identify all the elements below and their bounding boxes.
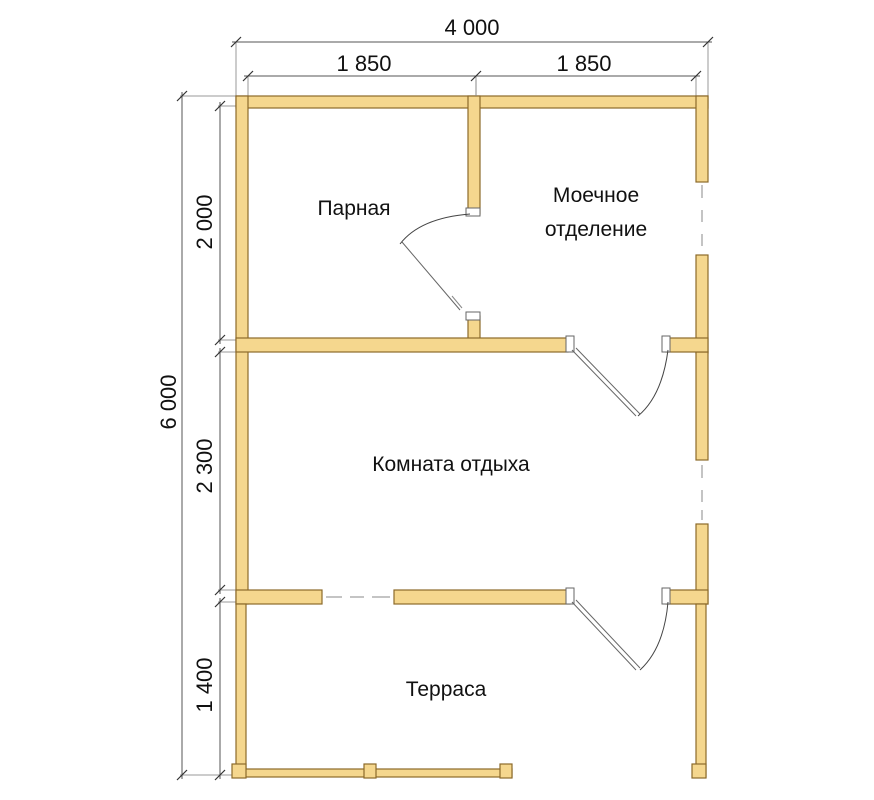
lower-height-label: 1 400 xyxy=(192,657,217,712)
wall-lower-2 xyxy=(393,589,571,605)
wall-lower-1 xyxy=(235,589,323,605)
wall-middle-left xyxy=(235,337,569,353)
terrace-post-left xyxy=(235,603,247,778)
terrace-post-end xyxy=(499,763,513,779)
room-label-steam: Парная xyxy=(317,197,390,220)
door-terrace xyxy=(565,587,671,671)
walls xyxy=(231,95,709,779)
wall-middle-right xyxy=(665,337,709,353)
wall-lower-3 xyxy=(665,589,709,605)
terrace-post-right xyxy=(695,603,707,778)
left-section-label: 1 850 xyxy=(336,51,391,76)
terrace-rail-bottom xyxy=(243,768,513,778)
dimension-top-sections: 1 850 1 850 xyxy=(242,51,702,96)
wall-right-1 xyxy=(695,95,709,183)
upper-height-label: 2 000 xyxy=(192,194,217,249)
dimension-top-total: 4 000 xyxy=(230,15,714,96)
total-width-label: 4 000 xyxy=(444,15,499,40)
room-label-washing-line1: Моечное xyxy=(553,184,639,207)
room-label-rest: Комната отдыха xyxy=(372,453,530,476)
terrace-post-mid xyxy=(363,763,377,779)
wall-right-3 xyxy=(695,351,709,461)
dimension-left-sections: 2 000 2 300 1 400 xyxy=(192,100,236,781)
windows xyxy=(326,80,703,598)
room-label-terrace: Терраса xyxy=(406,678,487,701)
door-washing-room xyxy=(565,335,671,417)
door-steam-room xyxy=(399,207,481,321)
room-label-washing-line2: отделение xyxy=(545,218,647,241)
right-section-label: 1 850 xyxy=(556,51,611,76)
wall-partition-upper-1 xyxy=(467,95,481,215)
terrace-post-br xyxy=(691,763,707,779)
terrace-post-bl xyxy=(231,763,247,779)
middle-height-label: 2 300 xyxy=(192,438,217,493)
total-height-label: 6 000 xyxy=(156,374,181,429)
